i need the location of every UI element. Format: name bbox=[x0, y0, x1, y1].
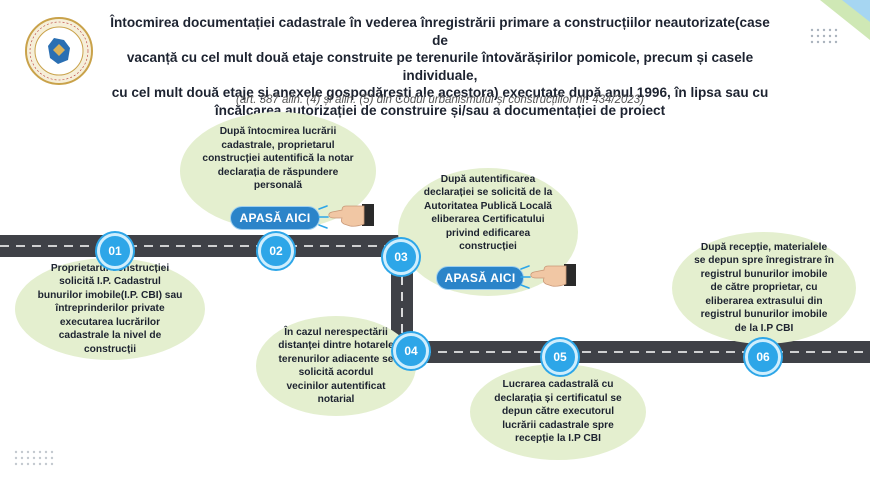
step-03-text: După autentificarea declarației se solic… bbox=[423, 173, 553, 253]
step-05-text: Lucrarea cadastrală cu declarația și cer… bbox=[494, 379, 622, 445]
step-01-bubble: Proprietarul construcției solicită I.P. … bbox=[15, 258, 205, 360]
apasa-aici-button-2[interactable]: APASĂ AICI bbox=[436, 266, 524, 290]
step-03-marker: 03 bbox=[383, 239, 419, 275]
title-line-2: vacanță cu cel mult două etaje construit… bbox=[126, 50, 754, 83]
click-sparks-icon bbox=[318, 205, 329, 229]
pointing-hand-icon bbox=[328, 204, 374, 227]
apasa-aici-button-1[interactable]: APASĂ AICI bbox=[230, 206, 320, 230]
page-title: Întocmirea documentației cadastrale în v… bbox=[110, 14, 770, 119]
title-line-1: Întocmirea documentației cadastrale în v… bbox=[110, 15, 770, 48]
step-05-bubble: Lucrarea cadastrală cu declarația și cer… bbox=[470, 364, 646, 460]
step-02-text: După întocmirea lucrării cadastrale, pro… bbox=[202, 126, 354, 192]
title-line-4: încălcarea autorizației de construire și… bbox=[214, 102, 666, 118]
step-01-marker: 01 bbox=[97, 233, 133, 269]
agency-seal-logo bbox=[25, 17, 93, 85]
step-04-bubble: În cazul nerespectării distanței dintre … bbox=[256, 316, 416, 416]
title-line-3: cu cel mult două etaje și anexele gospod… bbox=[111, 85, 769, 100]
step-04-text: În cazul nerespectării distanței dintre … bbox=[278, 326, 394, 406]
step-06-text: După recepție, materialele se depun spre… bbox=[694, 241, 834, 334]
click-sparks-icon bbox=[520, 265, 531, 289]
decor-dots-top bbox=[810, 28, 838, 44]
step-02-bubble: După întocmirea lucrării cadastrale, pro… bbox=[180, 112, 376, 230]
step-06-marker: 06 bbox=[745, 339, 781, 375]
pointing-hand-icon bbox=[530, 264, 576, 287]
step-06-bubble: După recepție, materialele se depun spre… bbox=[672, 232, 856, 344]
step-04-marker: 04 bbox=[393, 333, 429, 369]
step-01-text: Proprietarul construcției solicită I.P. … bbox=[37, 262, 183, 355]
decor-dots-bottom bbox=[14, 450, 54, 466]
page-subtitle: (art. 387 alin. (4) și alin. (5) din Cod… bbox=[235, 94, 644, 106]
step-05-marker: 05 bbox=[542, 339, 578, 375]
decor-triangles bbox=[820, 0, 870, 40]
step-02-marker: 02 bbox=[258, 233, 294, 269]
